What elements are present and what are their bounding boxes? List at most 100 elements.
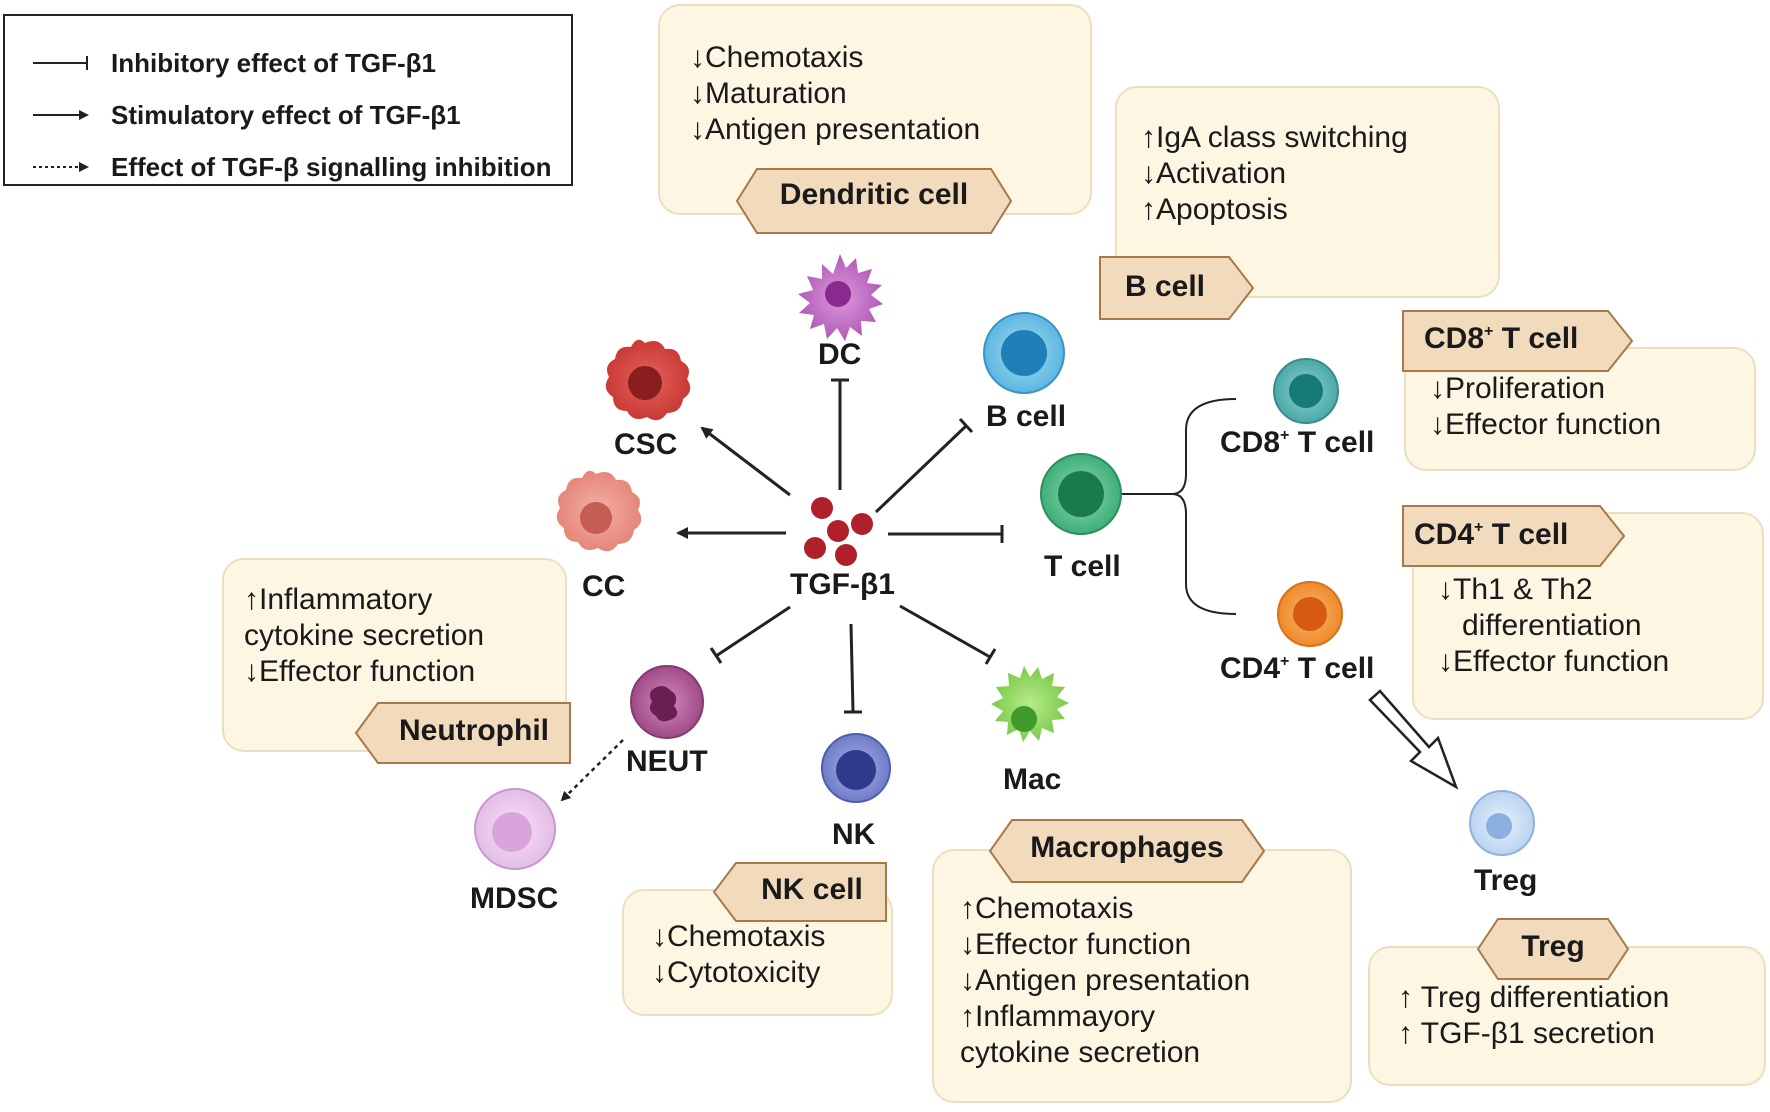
effect-line: ↑Apoptosis [1141, 193, 1288, 226]
cd4-label-main: CD4 [1220, 652, 1281, 685]
legend-label-inhibitory: Inhibitory effect of TGF-β1 [111, 47, 436, 78]
bcell-label: B cell [986, 400, 1067, 433]
tgf-beta1-label: TGF-β1 [790, 568, 895, 601]
cd4-tag-sup: + [1474, 519, 1484, 536]
effect-line: cytokine secretion [960, 1036, 1201, 1069]
effect-line: ↓Effector function [1438, 645, 1670, 678]
macrophages-tag-shape [988, 819, 1266, 883]
cd4-tag-rest: T cell [1483, 518, 1569, 551]
treg-effects: ↑ Treg differentiation ↑ TGF-β1 secretio… [1398, 980, 1669, 1052]
cd4-effects: ↓Th1 & Th2 differentiation ↓Effector fun… [1438, 572, 1669, 680]
effect-line: differentiation [1462, 609, 1642, 642]
cd4-tag-main: CD4 [1414, 518, 1475, 551]
inhibit-mac [899, 604, 997, 665]
dotted-arrow-icon [33, 162, 89, 172]
legend-row-stimulatory: Stimulatory effect of TGF-β1 [5, 95, 461, 135]
macrophages-box: ↑Chemotaxis ↓Effector function ↓Antigen … [932, 849, 1352, 1103]
nk-tag: NK cell [761, 873, 863, 906]
cd8-tag: CD8+ T cell [1424, 322, 1578, 356]
effect-line: ↑Inflammatory [244, 583, 433, 616]
treg-tag-shape [1476, 918, 1630, 980]
bcell-tag: B cell [1124, 270, 1206, 303]
effect-line: ↑ Treg differentiation [1398, 981, 1670, 1014]
inhibit-dc [831, 378, 849, 490]
tgf-beta1-particles [804, 497, 873, 566]
hollow-arrow-cd4-treg [1368, 689, 1459, 790]
bcell-effects: ↑IgA class switching ↓Activation ↑Apopto… [1141, 120, 1408, 228]
cc-cell-icon [556, 470, 642, 552]
inhibit-nk [844, 623, 862, 714]
nk-tag-shape [712, 862, 887, 922]
tcell-bracket [1122, 398, 1237, 615]
dotted-arrow-neut-mdsc [560, 739, 624, 802]
effect-line: ↑Inflammayory [960, 1000, 1156, 1033]
dendritic-cell-effects: ↓Chemotaxis ↓Maturation ↓Antigen present… [690, 40, 980, 148]
cd8-label-main: CD8 [1220, 426, 1281, 459]
effect-line: ↑Chemotaxis [960, 892, 1134, 925]
cd4-cell-icon [1277, 581, 1343, 647]
neutrophil-effects: ↑Inflammatory cytokine secretion ↓Effect… [244, 582, 484, 690]
cd4-label-rest: T cell [1289, 652, 1375, 685]
dc-label: DC [818, 338, 862, 371]
dendritic-cell-tag-shape [735, 168, 1013, 234]
dc-cell-icon [798, 254, 883, 341]
cd8-label: CD8+ T cell [1220, 426, 1374, 460]
legend: Inhibitory effect of TGF-β1 Stimulatory … [3, 14, 573, 186]
csc-label: CSC [614, 428, 678, 461]
inhibit-neut [709, 605, 791, 664]
cd8-label-rest: T cell [1289, 426, 1375, 459]
effect-line: ↑IgA class switching [1141, 121, 1408, 154]
legend-row-signalling: Effect of TGF-β signalling inhibition [5, 147, 552, 187]
legend-label-signalling: Effect of TGF-β signalling inhibition [111, 151, 552, 182]
effect-line: ↓Cytotoxicity [652, 956, 821, 989]
neutrophil-tag-shape [354, 702, 571, 764]
effect-line: ↓Chemotaxis [690, 41, 864, 74]
mac-label: Mac [1003, 763, 1062, 796]
nk-label: NK [832, 818, 876, 851]
inhibit-bcell [874, 417, 974, 514]
cd8-cell-icon [1273, 358, 1339, 424]
treg-label: Treg [1474, 864, 1538, 897]
tcell-label: T cell [1044, 550, 1121, 583]
cd8-tag-shape [1402, 310, 1634, 372]
csc-cell-icon [605, 339, 691, 421]
nk-cell-icon [821, 733, 891, 803]
treg-box: ↑ Treg differentiation ↑ TGF-β1 secretio… [1368, 946, 1766, 1086]
inhibit-tcell [888, 525, 1004, 543]
cd4-label-sup: + [1280, 653, 1290, 670]
mdsc-cell-icon [474, 788, 556, 870]
effect-line: ↓Effector function [960, 928, 1192, 961]
inhibit-line-icon [33, 56, 88, 70]
legend-row-inhibitory: Inhibitory effect of TGF-β1 [5, 43, 436, 83]
effect-line: ↓Antigen presentation [690, 113, 981, 146]
mdsc-label: MDSC [470, 882, 559, 915]
neut-label: NEUT [626, 745, 708, 778]
cd4-tag: CD4+ T cell [1414, 518, 1568, 552]
dendritic-cell-tag: Dendritic cell [779, 178, 969, 211]
cd8-tag-main: CD8 [1424, 322, 1485, 355]
effect-line: ↑ TGF-β1 secretion [1398, 1017, 1655, 1050]
cd4-tag-shape [1402, 505, 1626, 567]
macrophages-tag: Macrophages [1030, 831, 1224, 864]
arrow-to-csc [700, 426, 791, 497]
cd8-effects: ↓Proliferation ↓Effector function [1430, 371, 1661, 443]
effect-line: ↓Proliferation [1430, 372, 1606, 405]
effect-line: ↓Antigen presentation [960, 964, 1251, 997]
treg-tag: Treg [1521, 930, 1585, 963]
neutrophil-tag: Neutrophil [399, 714, 549, 747]
nk-effects: ↓Chemotaxis ↓Cytotoxicity [652, 919, 825, 991]
effect-line: ↓Th1 & Th2 [1438, 573, 1593, 606]
neut-cell-icon [630, 665, 704, 739]
cd4-label: CD4+ T cell [1220, 652, 1374, 686]
effect-line: ↓Chemotaxis [652, 920, 826, 953]
cd8-tag-sup: + [1484, 323, 1494, 340]
cd8-tag-rest: T cell [1493, 322, 1579, 355]
effect-line: ↓Activation [1141, 157, 1287, 190]
bcell-icon [983, 312, 1065, 394]
effect-line: ↓Maturation [690, 77, 847, 110]
cd8-label-sup: + [1280, 427, 1290, 444]
macrophages-effects: ↑Chemotaxis ↓Effector function ↓Antigen … [960, 891, 1250, 1071]
cc-label: CC [582, 570, 626, 603]
bcell-tag-shape [1099, 256, 1255, 320]
